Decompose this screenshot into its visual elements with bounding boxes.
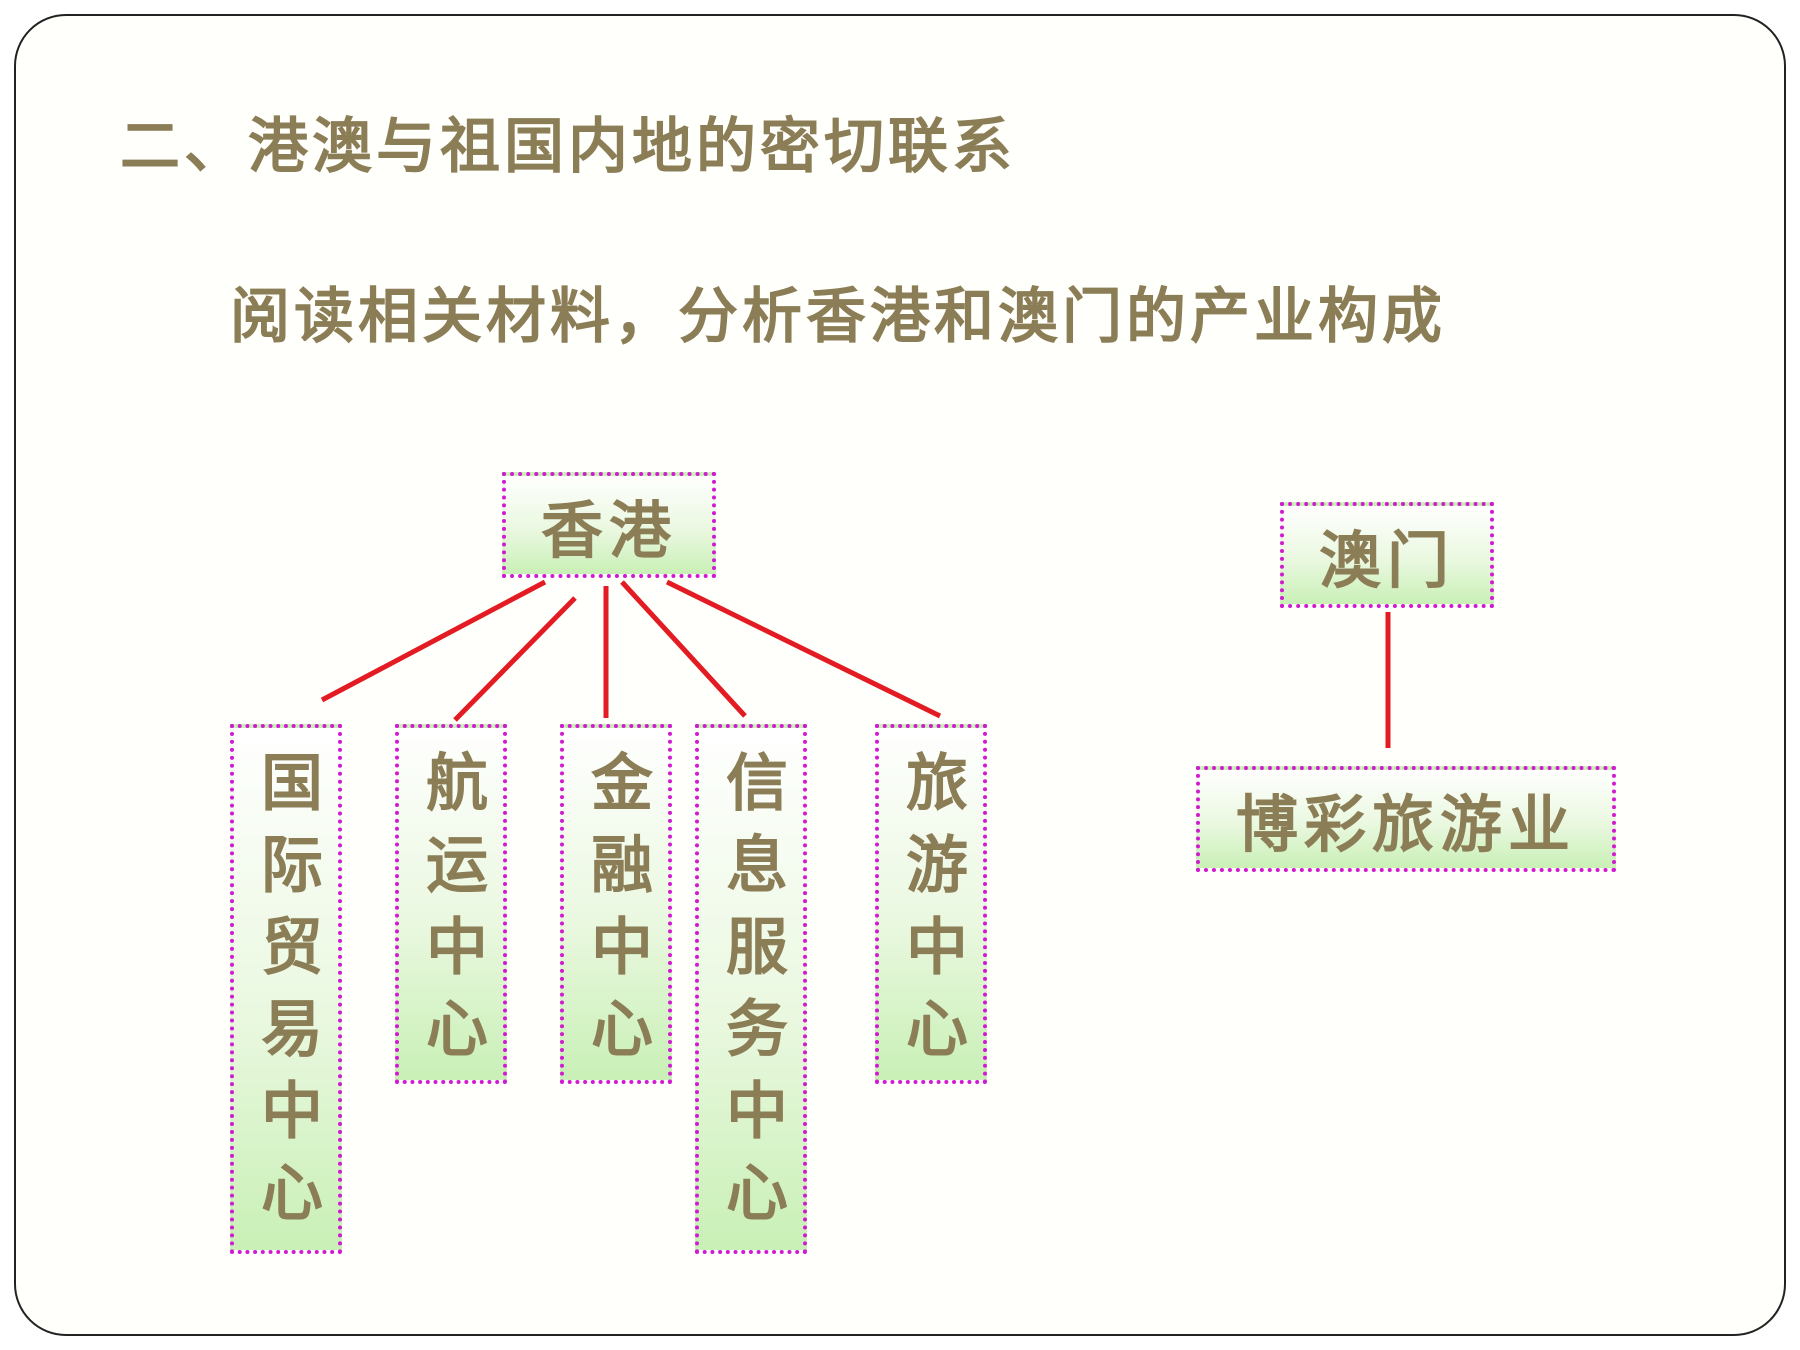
node-hk-shipping: 航运中心 (395, 724, 507, 1084)
node-hongkong: 香港 (502, 472, 716, 578)
node-hk-finance: 金融中心 (560, 724, 672, 1084)
node-macau-gaming: 博彩旅游业 (1196, 766, 1616, 872)
node-macau: 澳门 (1280, 502, 1494, 608)
page-subtitle: 阅读相关材料，分析香港和澳门的产业构成 (230, 282, 1446, 352)
node-hk-trade: 国际贸易中心 (230, 724, 342, 1254)
node-hk-tourism: 旅游中心 (875, 724, 987, 1084)
node-hk-info: 信息服务中心 (695, 724, 807, 1254)
page-title: 二、港澳与祖国内地的密切联系 (120, 112, 1016, 182)
